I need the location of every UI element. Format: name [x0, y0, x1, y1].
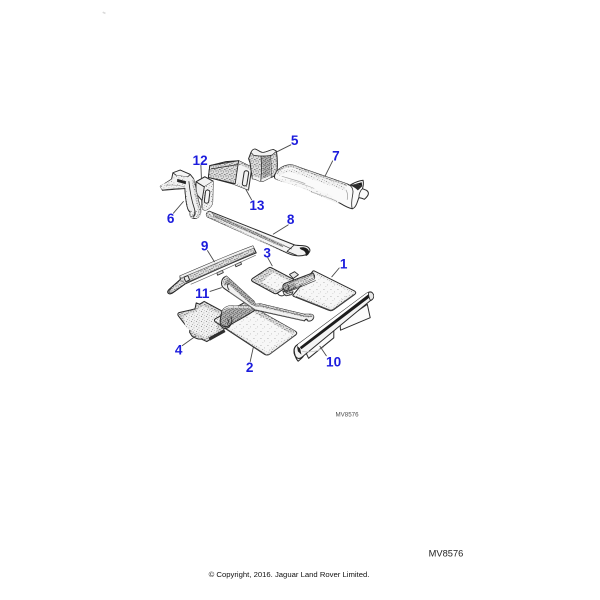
- svg-text:6: 6: [167, 211, 175, 226]
- svg-text:13: 13: [249, 198, 265, 213]
- svg-text:MV8576: MV8576: [335, 412, 359, 419]
- svg-text:11: 11: [195, 286, 210, 301]
- svg-text:3: 3: [263, 245, 271, 260]
- svg-text:5: 5: [291, 133, 299, 148]
- svg-text:4: 4: [175, 342, 183, 357]
- svg-text:© Copyright, 2016. Jaguar Land: © Copyright, 2016. Jaguar Land Rover Lim…: [209, 570, 370, 579]
- svg-text:10: 10: [326, 354, 341, 369]
- svg-text:9: 9: [201, 238, 209, 253]
- svg-text:8: 8: [287, 212, 295, 227]
- svg-text:7: 7: [332, 149, 340, 164]
- svg-text:2: 2: [246, 360, 254, 375]
- svg-text:MV8576: MV8576: [429, 549, 464, 559]
- svg-text:1: 1: [340, 257, 348, 272]
- svg-text:12: 12: [193, 153, 209, 168]
